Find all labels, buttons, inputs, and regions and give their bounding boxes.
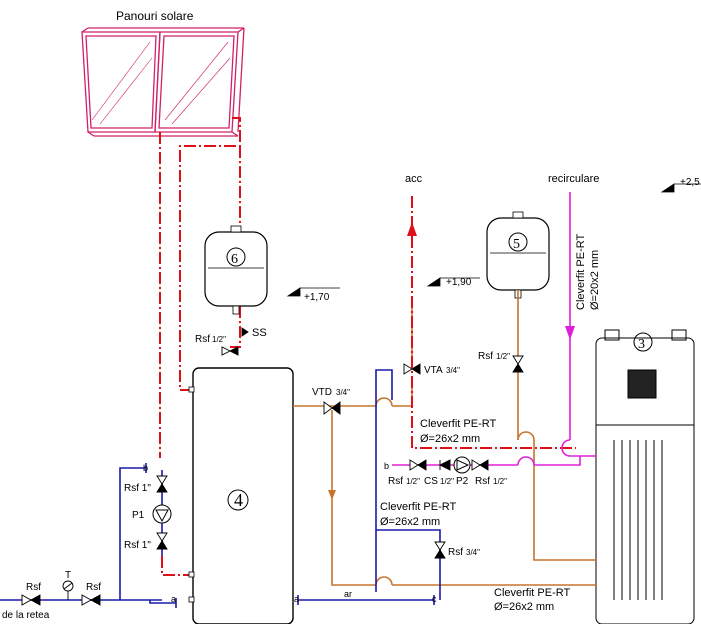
vessel-6-number: 6 (231, 252, 238, 267)
rsf-left-1-label: Rsf (26, 582, 41, 593)
pipe-spec-vert-size: Ø=20x2 mm (589, 250, 601, 310)
valve-icon (409, 459, 419, 471)
thermometer-icon (62, 580, 74, 600)
check-valve-icon (438, 459, 451, 471)
rsf-recirc-right-label: Rsf (475, 476, 490, 487)
vta-label: VTA (424, 365, 443, 376)
valve-icon (411, 363, 421, 375)
valve-icon (403, 363, 413, 375)
valve-icon (21, 594, 32, 606)
expansion-vessel-6 (204, 225, 268, 315)
valve-icon (512, 363, 524, 373)
level-markers (286, 183, 701, 297)
valve-icon (90, 594, 101, 606)
vessel-5-number: 5 (513, 237, 520, 252)
valve-icon (512, 355, 524, 365)
vtd-label: VTD (312, 387, 332, 398)
valve-icon (434, 549, 446, 559)
valve-icon (81, 594, 92, 606)
valve-icon (156, 540, 168, 550)
valve-icon (156, 483, 168, 493)
port-ar: ar (344, 589, 352, 599)
rsf-half-label: Rsf (195, 334, 210, 345)
heating-pipes (293, 290, 596, 586)
solar-loop-pipes (159, 117, 241, 576)
port-a1: a (171, 594, 176, 604)
port-c: c (432, 594, 437, 604)
cs-size: 1/2" (440, 477, 454, 486)
valve-icon (417, 459, 427, 471)
ss-label: SS (252, 327, 267, 339)
level-190: +1,90 (446, 277, 472, 288)
safety-valve-icon (241, 327, 249, 337)
heatpump-number: 3 (638, 337, 645, 352)
tank-number-circle (227, 489, 249, 511)
vtd-size: 3/4" (336, 388, 350, 397)
valve-icon (156, 475, 168, 485)
valve-icon (156, 532, 168, 542)
valve-icon (479, 459, 489, 471)
cold-water-pipes (0, 369, 441, 608)
acc-label: acc (405, 173, 423, 185)
source-label: de la retea (2, 610, 50, 621)
valve-icon (221, 346, 232, 356)
tank-number: 4 (234, 490, 243, 510)
rsf-3-4-label: Rsf (448, 547, 463, 558)
rsf-vessel5-fraction: 1/2" (496, 352, 510, 361)
valve-icon (471, 459, 481, 471)
rsf-1-top-label: Rsf 1" (124, 483, 151, 494)
valve-icon (30, 594, 41, 606)
tank-port (188, 571, 195, 578)
valve-icon (323, 401, 333, 415)
hot-water-pipe (411, 196, 576, 449)
flow-arrow-icon (328, 490, 336, 500)
pipe-spec-1-name: Cleverfit PE-RT (420, 418, 496, 430)
valve-icon (434, 541, 446, 551)
pipe-spec-1-size: Ø=26x2 mm (420, 433, 480, 445)
p2-label: P2 (456, 476, 469, 487)
rsf-recirc-left-label: Rsf (388, 476, 403, 487)
rsf-left-2-label: Rsf (86, 582, 101, 593)
pump-p1-icon (152, 504, 172, 524)
expansion-vessel-5 (486, 211, 550, 299)
rsf-vessel5-label: Rsf (478, 351, 493, 362)
pump-p2-icon (453, 456, 471, 474)
rsf-recirc-right-size: 1/2" (493, 477, 507, 486)
heat-pump-unit (595, 329, 695, 624)
tank-port (188, 386, 195, 393)
port-b2: b (384, 461, 389, 471)
valves (21, 327, 524, 606)
p1-label: P1 (132, 510, 145, 521)
panels-label: Panouri solare (116, 9, 194, 23)
valve-icon (331, 401, 341, 415)
storage-tank (192, 367, 294, 624)
pipe-spec-2-size: Ø=26x2 mm (380, 516, 440, 528)
cs-label: CS (424, 476, 438, 487)
port-b1: b (143, 463, 148, 473)
pipe-spec-vert-name: Cleverfit PE-RT (575, 234, 587, 310)
pipe-spec-3-name: Cleverfit PE-RT (494, 587, 570, 599)
level-top: +2,5 (680, 177, 700, 188)
rsf-recirc-left-size: 1/2" (406, 477, 420, 486)
pipe-spec-3-size: Ø=26x2 mm (494, 601, 554, 613)
pipe-spec-2-name: Cleverfit PE-RT (380, 501, 456, 513)
level-170: +1,70 (304, 292, 330, 303)
acc-arrow-icon (407, 222, 417, 236)
recirc-label: recirculare (548, 173, 599, 185)
rsf-1-bottom-label: Rsf 1" (124, 540, 151, 551)
thermometer-label: T (65, 570, 71, 581)
rsf-half-fraction: 1/2" (212, 335, 226, 344)
vta-size: 3/4" (446, 366, 460, 375)
rsf-3-4-size: 3/4" (466, 548, 480, 557)
valve-icon (228, 346, 239, 356)
port-a2: a (294, 594, 299, 604)
solar-panels (81, 27, 245, 137)
recirc-arrow-icon (565, 326, 575, 340)
tank-port (188, 596, 195, 603)
